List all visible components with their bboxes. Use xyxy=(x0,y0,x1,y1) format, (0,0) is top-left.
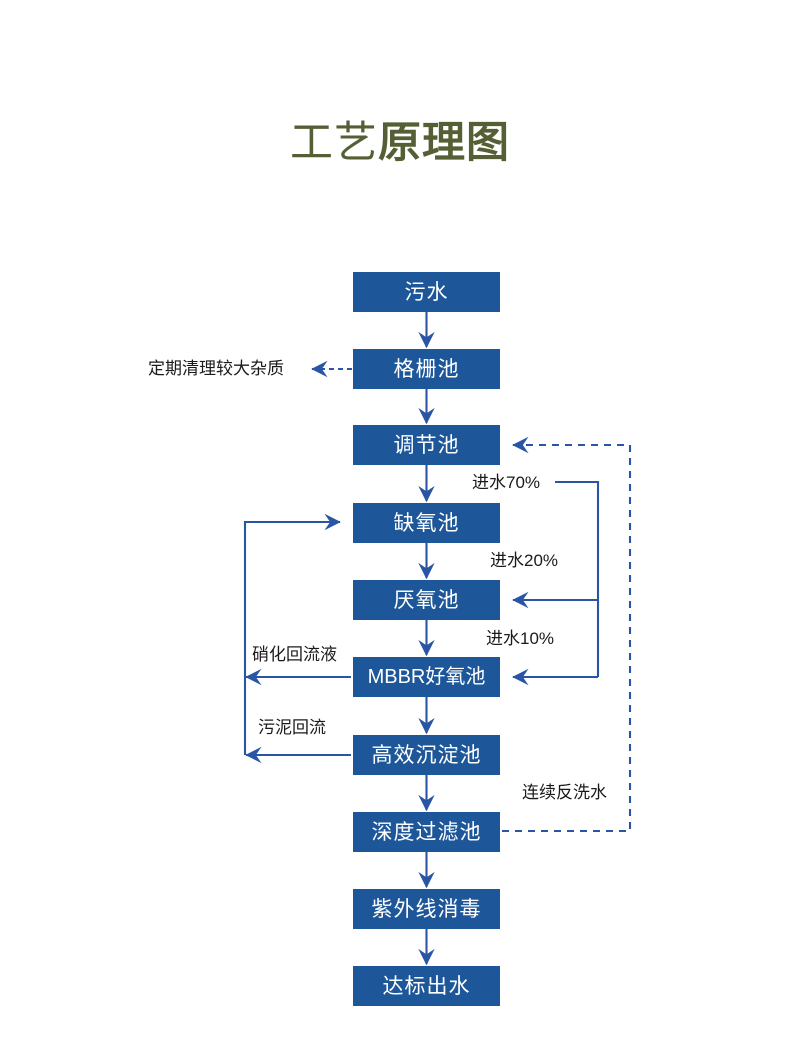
edge-label-influent-20: 进水20% xyxy=(490,551,559,570)
edge-label-influent-70: 进水70% xyxy=(472,473,541,492)
flow-node-mbbr-aerobic-tank[interactable]: MBBR好氧池 xyxy=(353,657,500,697)
flow-node-label: 高效沉淀池 xyxy=(371,743,482,767)
flow-node-uv-disinfection[interactable]: 紫外线消毒 xyxy=(353,889,500,929)
flow-node-label: 格栅池 xyxy=(393,357,460,381)
flow-node-regulating-tank[interactable]: 调节池 xyxy=(353,425,500,465)
edge-label-influent-10: 进水10% xyxy=(486,629,555,648)
flow-node-sewage[interactable]: 污水 xyxy=(353,272,500,312)
flow-node-compliant-effluent[interactable]: 达标出水 xyxy=(353,966,500,1006)
edge-label-continuous-backwash: 连续反洗水 xyxy=(522,783,607,802)
page-title: 工艺原理图 xyxy=(0,116,800,170)
flow-node-label: 深度过滤池 xyxy=(371,820,482,844)
flow-node-anoxic-tank[interactable]: 缺氧池 xyxy=(353,503,500,543)
flow-node-label: 达标出水 xyxy=(382,974,471,998)
edge-label-clean-debris: 定期清理较大杂质 xyxy=(148,359,284,378)
flow-node-anaerobic-tank[interactable]: 厌氧池 xyxy=(353,580,500,620)
flow-node-label: 厌氧池 xyxy=(393,588,460,612)
edge-label-sludge-return: 污泥回流 xyxy=(258,718,326,737)
flow-node-label: 调节池 xyxy=(393,433,460,457)
flow-node-label: MBBR好氧池 xyxy=(367,666,486,688)
edge-label-nitrification-return: 硝化回流液 xyxy=(252,645,337,664)
flow-node-label: 缺氧池 xyxy=(393,511,460,535)
connector-return-riser-anoxic xyxy=(243,513,341,755)
flow-node-grille[interactable]: 格栅池 xyxy=(353,349,500,389)
flow-node-high-efficiency-sedimentation-tank[interactable]: 高效沉淀池 xyxy=(353,735,500,775)
flow-node-deep-filtration-tank[interactable]: 深度过滤池 xyxy=(353,812,500,852)
flow-node-label: 污水 xyxy=(404,280,449,304)
connector-influent-trunk xyxy=(555,480,600,600)
flow-node-label: 紫外线消毒 xyxy=(371,897,482,921)
page-title-bold: 原理图 xyxy=(378,119,510,167)
connector-filter-regulating-backwash xyxy=(502,436,632,833)
page-title-light: 工艺 xyxy=(290,119,378,167)
